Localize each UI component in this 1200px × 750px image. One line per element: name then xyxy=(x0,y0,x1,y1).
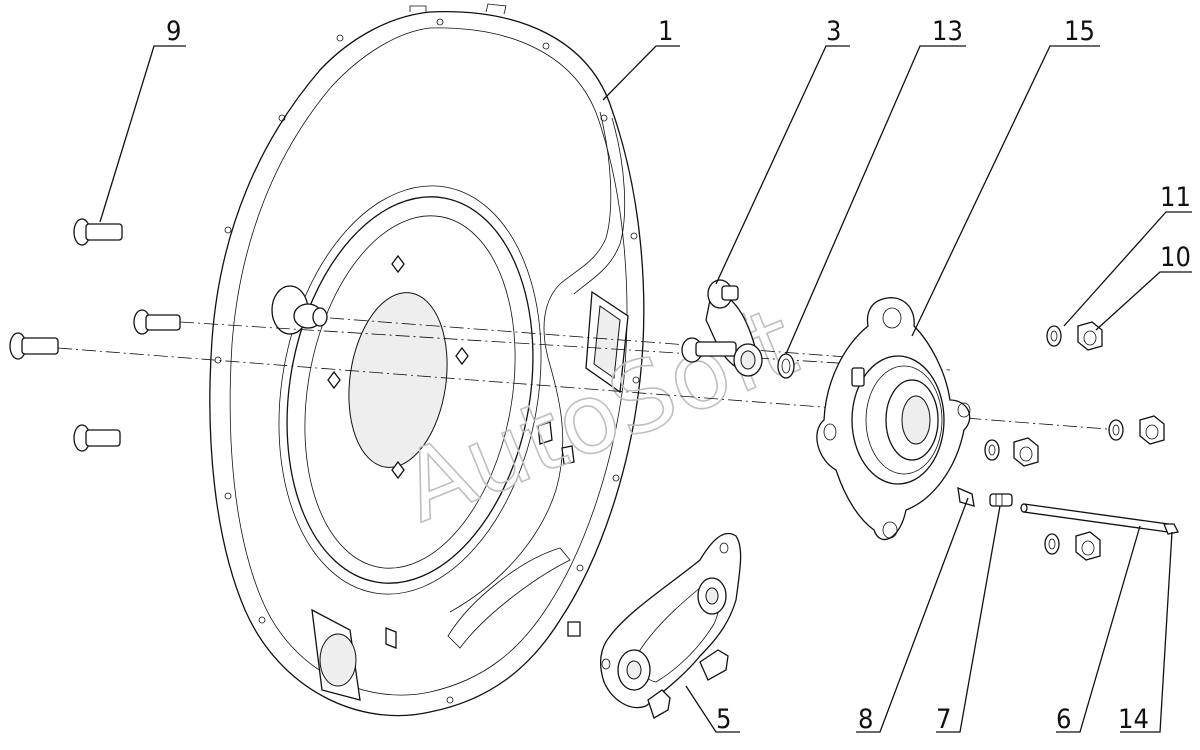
bolt-part-9-lower xyxy=(73,424,121,452)
hub-housing-part-15 xyxy=(816,297,971,541)
callout-13: 13 xyxy=(932,16,963,47)
callout-6: 6 xyxy=(1056,704,1071,735)
backing-plate-part-1 xyxy=(209,3,645,717)
bracket-part-5 xyxy=(599,532,742,719)
fitting-part-8 xyxy=(957,486,975,507)
nut-lower-1 xyxy=(1139,415,1165,445)
nut-part-10-upper xyxy=(1077,321,1103,351)
callout-7: 7 xyxy=(936,704,951,735)
bolt-part-9-upper xyxy=(73,218,123,246)
leader-lines xyxy=(99,45,1192,733)
callout-5: 5 xyxy=(716,704,731,735)
callout-11: 11 xyxy=(1160,182,1191,213)
center-lines xyxy=(57,317,1121,431)
callout-8: 8 xyxy=(858,704,873,735)
callout-labels: 1 3 13 15 9 11 10 5 8 7 6 14 xyxy=(166,16,1191,735)
pin-part-6 xyxy=(1020,503,1169,533)
lever-part-3 xyxy=(681,279,763,377)
bolt-part-9-middle xyxy=(133,309,181,335)
bolt-part-9-left xyxy=(9,332,59,360)
nut-lower-2 xyxy=(1013,437,1039,467)
grease-nipple-part-7 xyxy=(989,493,1013,507)
callout-1: 1 xyxy=(658,16,673,47)
callout-15: 15 xyxy=(1064,16,1095,47)
callout-3: 3 xyxy=(826,16,841,47)
washer-lower-2 xyxy=(984,439,1000,461)
snap-ring-part-13 xyxy=(777,353,795,379)
callout-14: 14 xyxy=(1118,704,1149,735)
washer-lower-3 xyxy=(1044,533,1060,555)
callout-9: 9 xyxy=(166,16,181,47)
washer-part-11-upper xyxy=(1046,325,1062,347)
callout-10: 10 xyxy=(1160,242,1191,273)
cap-part-14 xyxy=(1163,523,1179,535)
washer-lower-1 xyxy=(1108,419,1124,441)
nut-lower-3 xyxy=(1075,531,1101,561)
